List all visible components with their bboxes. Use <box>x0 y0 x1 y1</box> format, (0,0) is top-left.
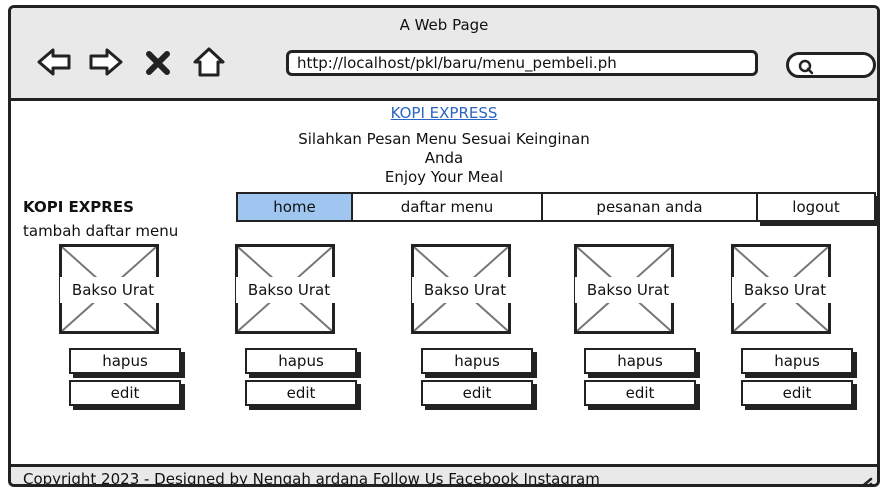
add-menu-link[interactable]: tambah daftar menu <box>23 222 179 240</box>
menu-item-name: Bakso Urat <box>236 277 342 303</box>
close-icon[interactable] <box>139 42 179 82</box>
welcome-line-2: Anda <box>424 149 464 167</box>
search-field[interactable] <box>786 52 876 78</box>
delete-button[interactable]: hapus <box>421 348 533 374</box>
edit-button[interactable]: edit <box>69 380 181 406</box>
nav-item-daftar-menu[interactable]: daftar menu <box>351 192 541 222</box>
brand-link[interactable]: KOPI EXPRESS <box>390 104 498 122</box>
arrow-right-icon[interactable] <box>85 42 125 82</box>
delete-button[interactable]: hapus <box>741 348 853 374</box>
menu-image-placeholder: Bakso Urat <box>574 244 681 334</box>
arrow-left-icon[interactable] <box>35 42 75 82</box>
welcome-line-3: Enjoy Your Meal <box>384 168 504 186</box>
menu-card: Bakso Urat hapus edit <box>235 244 357 406</box>
menu-card: Bakso Urat hapus edit <box>731 244 853 406</box>
footer-text: Copyright 2023 - Designed by Nengah arda… <box>23 470 600 487</box>
nav-item-home[interactable]: home <box>236 192 351 222</box>
window-title: A Web Page <box>399 16 489 34</box>
edit-button[interactable]: edit <box>584 380 696 406</box>
delete-button[interactable]: hapus <box>245 348 357 374</box>
menu-item-name: Bakso Urat <box>732 277 838 303</box>
search-icon <box>798 59 814 75</box>
welcome-line-1: Silahkan Pesan Menu Sesuai Keinginan <box>298 130 590 148</box>
delete-button[interactable]: hapus <box>69 348 181 374</box>
nav-item-pesanan-anda[interactable]: pesanan anda <box>541 192 756 222</box>
edit-button[interactable]: edit <box>421 380 533 406</box>
menu-image-placeholder: Bakso Urat <box>731 244 838 334</box>
page-footer: Copyright 2023 - Designed by Nengah arda… <box>11 464 877 487</box>
menu-item-name: Bakso Urat <box>575 277 681 303</box>
menu-image-placeholder: Bakso Urat <box>235 244 342 334</box>
edit-button[interactable]: edit <box>245 380 357 406</box>
delete-button[interactable]: hapus <box>584 348 696 374</box>
nav-item-logout[interactable]: logout <box>756 192 876 222</box>
resize-grip-icon[interactable] <box>857 473 873 484</box>
browser-titlebar: A Web Page http://localhost/pkl/baru/men… <box>11 8 877 101</box>
url-field[interactable]: http://localhost/pkl/baru/menu_pembeli.p… <box>286 50 758 76</box>
browser-window: A Web Page http://localhost/pkl/baru/men… <box>8 5 880 487</box>
menu-image-placeholder: Bakso Urat <box>411 244 518 334</box>
home-icon[interactable] <box>189 42 229 82</box>
main-nav: home daftar menu pesanan anda logout <box>236 192 876 222</box>
nav-brand: KOPI EXPRES <box>23 198 134 216</box>
edit-button[interactable]: edit <box>741 380 853 406</box>
menu-card: Bakso Urat hapus edit <box>574 244 696 406</box>
menu-card: Bakso Urat hapus edit <box>411 244 533 406</box>
menu-image-placeholder: Bakso Urat <box>59 244 166 334</box>
menu-item-name: Bakso Urat <box>412 277 518 303</box>
menu-item-name: Bakso Urat <box>60 277 166 303</box>
menu-card: Bakso Urat hapus edit <box>59 244 181 406</box>
